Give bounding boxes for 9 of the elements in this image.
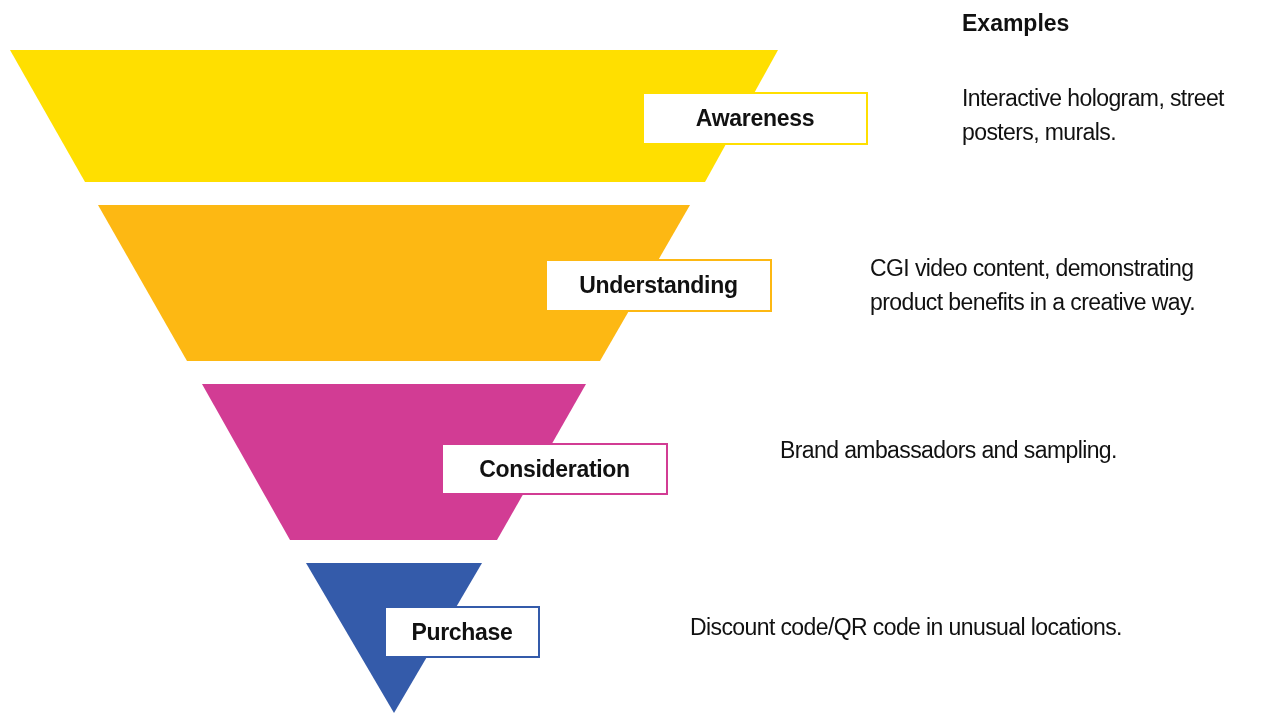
example-text: CGI video content, demonstrating product benefits in a creative way. xyxy=(870,254,1197,317)
column-heading: Examples xyxy=(962,10,1070,37)
example-text: Brand ambassadors and sampling. xyxy=(780,436,1118,465)
example-text: Discount code/QR code in unusual locations. xyxy=(690,613,1123,642)
stage-label: Understanding xyxy=(545,259,772,312)
stage-label: Consideration xyxy=(441,443,668,495)
stage-label: Awareness xyxy=(642,92,868,145)
stage-label: Purchase xyxy=(384,606,540,658)
example-text: Interactive hologram, street posters, murals. xyxy=(962,84,1226,147)
